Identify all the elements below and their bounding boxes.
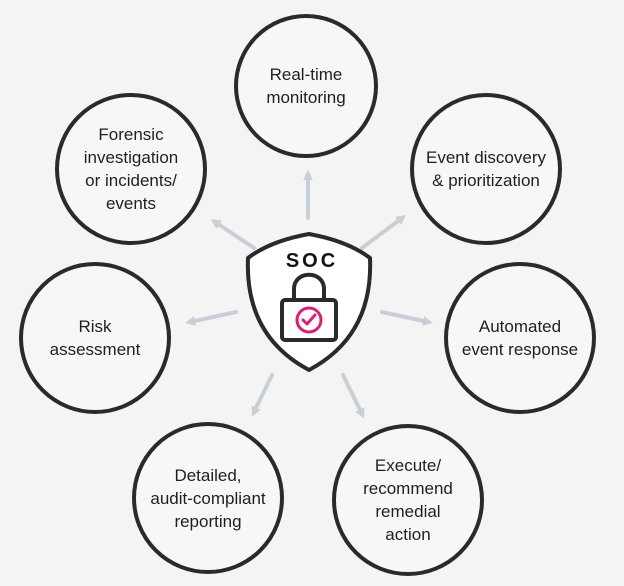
node-label: Real-time monitoring bbox=[266, 65, 346, 107]
node-label: Execute/ recommend remedial action bbox=[363, 456, 453, 544]
node-event-discovery: Event discovery & prioritization bbox=[410, 93, 562, 245]
node-audit-reporting: Detailed, audit-compliant reporting bbox=[132, 422, 284, 574]
node-risk-assessment: Risk assessment bbox=[19, 262, 171, 414]
soc-title: SOC bbox=[285, 250, 339, 272]
node-remedial-action: Execute/ recommend remedial action bbox=[332, 424, 484, 576]
arrow-to-event-discovery bbox=[360, 215, 406, 250]
node-forensic-investigation: Forensic investigation or incidents/ eve… bbox=[55, 93, 207, 245]
arrow-to-risk-assessment bbox=[185, 310, 238, 326]
node-label: Forensic investigation or incidents/ eve… bbox=[83, 125, 179, 213]
arrow-to-automated-event-response bbox=[380, 310, 433, 326]
node-real-time-monitoring: Real-time monitoring bbox=[234, 14, 378, 158]
node-automated-event-response: Automated event response bbox=[444, 262, 596, 414]
connector-arrows bbox=[185, 170, 433, 419]
arrow-to-remedial-action bbox=[341, 373, 365, 419]
arrow-to-audit-reporting bbox=[251, 373, 274, 417]
node-label: Detailed, audit-compliant reporting bbox=[150, 465, 266, 531]
node-label: Risk assessment bbox=[49, 317, 141, 359]
node-label: Event discovery & prioritization bbox=[426, 148, 546, 190]
arrow-to-forensic-investigation bbox=[210, 219, 256, 250]
node-label: Automated event response bbox=[461, 317, 579, 359]
check-circle-icon bbox=[295, 306, 323, 334]
